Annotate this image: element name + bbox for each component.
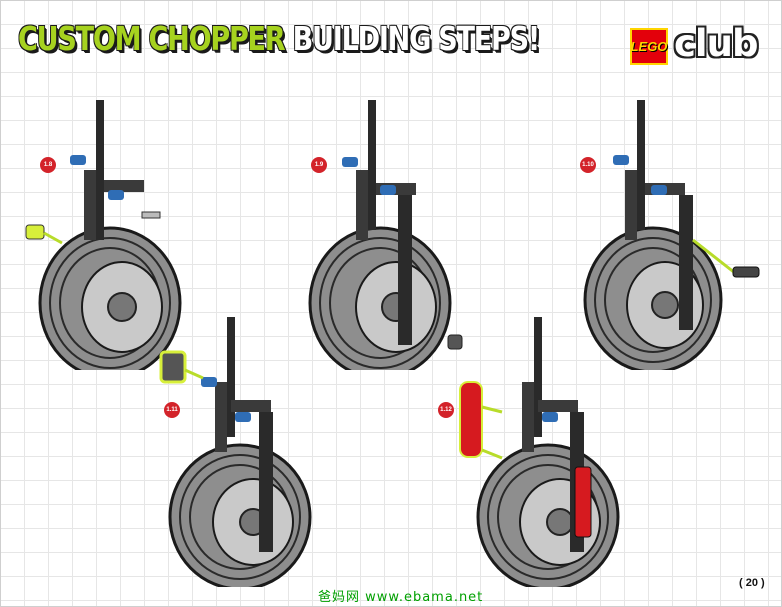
step-1-10-illustration: 1.10 [575,95,765,374]
lego-club-logo: LEGO club [630,22,765,68]
step-badge-1-12: 1.12 [438,402,454,418]
step-1-8-illustration: 1.8 [22,95,197,380]
lego-logo-box: LEGO [630,28,668,65]
wheel-assembly-icon [25,100,182,380]
wheel-assembly-icon [459,317,620,591]
step-badge-1-8: 1.8 [40,157,56,173]
title-green-part: CUSTOM CHOPPER [18,19,286,58]
step-badge-1-11: 1.11 [164,402,180,418]
wheel-assembly-icon [583,100,760,374]
step-badge-1-9: 1.9 [311,157,327,173]
club-wordmark: club [674,22,758,65]
page-number: ( 20 ) [739,577,765,589]
highlighted-part-icon [459,381,503,460]
step-1-12-illustration: 1.12 [430,312,630,591]
highlighted-part-icon [159,350,204,384]
step-badge-1-10: 1.10 [580,157,596,173]
title-white-part: BUILDING STEPS! [292,19,541,58]
page-title: CUSTOM CHOPPER BUILDING STEPS! [18,19,541,58]
step-1-11-illustration: 1.11 [155,312,320,591]
watermark-text: 爸妈网 www.ebama.net [318,590,484,605]
highlighted-part-icon [25,224,63,245]
wheel-assembly-icon [159,317,312,591]
